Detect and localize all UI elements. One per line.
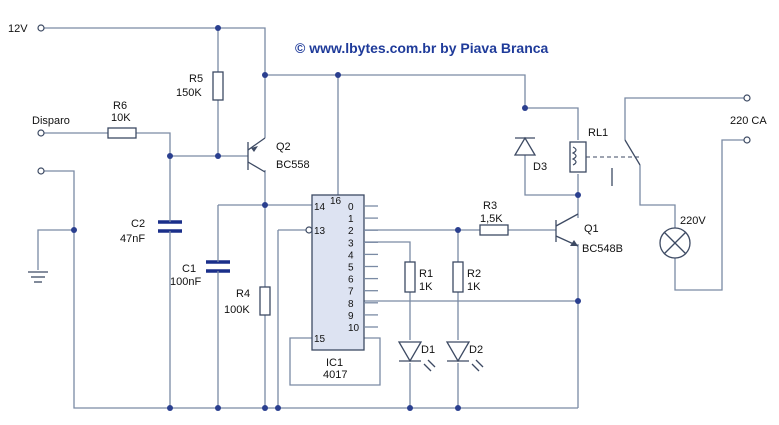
ic-pin-label: 3	[348, 238, 354, 249]
junction-dot	[262, 72, 268, 78]
ic-pin-label: 2	[348, 226, 354, 237]
ground-terminal	[37, 167, 45, 175]
relay-rl1: RL1	[569, 127, 641, 186]
terminals: 12V Disparo 220 CA	[8, 23, 767, 234]
q1-name: Q1	[584, 223, 599, 235]
r5-name: R5	[189, 73, 203, 85]
r4-name: R4	[236, 288, 250, 300]
resistor-r2: R2 1K	[452, 261, 481, 293]
capacitor-c1: C1 100nF	[170, 250, 230, 288]
resistor-r4: R4 100K	[224, 286, 271, 316]
junction-dot	[522, 105, 528, 111]
q2-value: BC558	[276, 159, 310, 171]
c1-name: C1	[182, 263, 196, 275]
c1-value: 100nF	[170, 276, 201, 288]
r3-value: 1,5K	[480, 213, 503, 225]
q2-name: Q2	[276, 141, 291, 153]
d2-name: D2	[469, 344, 483, 356]
junction-dot	[575, 192, 581, 198]
title: © www.lbytes.com.br by Piava Branca	[295, 40, 549, 56]
trigger-label: Disparo	[32, 115, 70, 127]
junction-dot	[455, 227, 461, 233]
resistor-r3: R3 1,5K	[479, 200, 509, 236]
junctions	[71, 25, 581, 411]
pin-16: 16	[330, 196, 342, 207]
mains-label: 220 CA	[730, 115, 767, 127]
pin-14: 14	[314, 202, 326, 213]
rl1-name: RL1	[588, 127, 608, 139]
d3-name: D3	[533, 161, 547, 173]
r2-name: R2	[467, 268, 481, 280]
r5-value: 150K	[176, 87, 202, 99]
junction-dot	[215, 405, 221, 411]
junction-dot	[455, 405, 461, 411]
junction-dot	[71, 227, 77, 233]
supply-terminal	[37, 24, 45, 32]
ic-pin-label: 8	[348, 299, 354, 310]
junction-dot	[215, 153, 221, 159]
led-d2: D2	[445, 341, 484, 372]
r2-value: 1K	[467, 281, 481, 293]
ic-pin-label: 0	[348, 202, 354, 213]
junction-dot	[262, 405, 268, 411]
ground-symbol	[28, 271, 48, 283]
junction-dot	[575, 298, 581, 304]
q1-value: BC548B	[582, 243, 623, 255]
junction-dot	[262, 202, 268, 208]
lamp: 220V	[659, 215, 706, 259]
r6-value: 10K	[111, 112, 131, 124]
r4-value: 100K	[224, 304, 250, 316]
junction-dot	[167, 405, 173, 411]
resistor-r6: R6 10K	[107, 100, 137, 139]
junction-dot	[275, 405, 281, 411]
junction-dot	[215, 25, 221, 31]
junction-dot	[167, 153, 173, 159]
ic-pin-label: 5	[348, 263, 354, 274]
ic-pin-label: 1	[348, 214, 354, 225]
mains-terminal-a	[743, 94, 751, 102]
r1-name: R1	[419, 268, 433, 280]
ic-pin-label: 4	[348, 250, 354, 261]
c2-name: C2	[131, 218, 145, 230]
capacitor-c2: C2 47nF	[120, 205, 182, 245]
ic1-name: IC1	[326, 357, 343, 369]
trigger-terminal	[37, 129, 45, 137]
d1-name: D1	[421, 344, 435, 356]
supply-label: 12V	[8, 23, 28, 35]
pin-15: 15	[314, 334, 326, 345]
transistor-q1: Q1 BC548B	[555, 213, 623, 255]
r6-name: R6	[113, 100, 127, 112]
ic1-value: 4017	[323, 369, 347, 381]
r3-name: R3	[483, 200, 497, 212]
ic-pin-label: 7	[348, 287, 354, 298]
lamp-value: 220V	[680, 215, 706, 227]
junction-dot	[407, 405, 413, 411]
resistor-r5: R5 150K	[176, 71, 224, 101]
ic-pin-label: 6	[348, 275, 354, 286]
led-d1: D1	[397, 341, 436, 372]
r1-value: 1K	[419, 281, 433, 293]
pin13-inversion	[305, 226, 313, 234]
junction-dot	[335, 72, 341, 78]
ic-pin-label: 9	[348, 311, 354, 322]
ic-pin-label: 10	[348, 323, 360, 334]
pin-13: 13	[314, 226, 326, 237]
mains-terminal-b	[743, 136, 751, 144]
diode-d3: D3	[513, 136, 547, 173]
resistor-r1: R1 1K	[404, 261, 433, 293]
transistor-q2: Q2 BC558	[247, 137, 310, 173]
c2-value: 47nF	[120, 233, 145, 245]
